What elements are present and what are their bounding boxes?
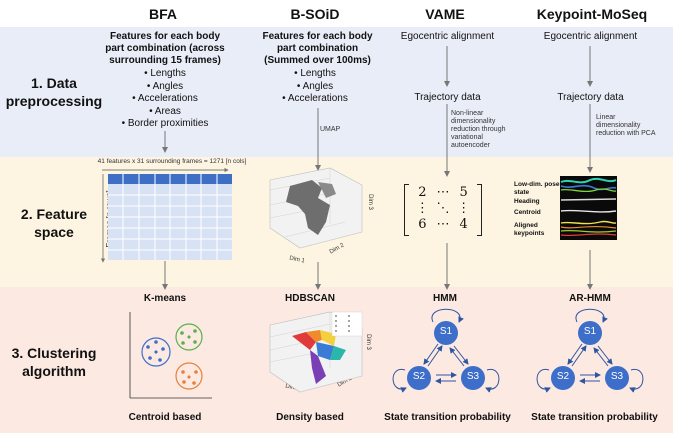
kpms-step-trajectory: Trajectory data — [557, 92, 624, 103]
vame-step-trajectory: Trajectory data — [414, 92, 481, 103]
flow-arrows — [162, 46, 593, 290]
matrix-entry: ⋯ — [436, 185, 450, 200]
kpms-label-aligned-keypoints: Aligned keypoints — [514, 222, 545, 237]
hdbscan-plot — [269, 311, 363, 393]
kmeans-plot — [129, 312, 212, 399]
bsoid-umap-plot — [269, 167, 363, 249]
state-node-s2 — [407, 366, 431, 390]
list-item: • Accelerations — [132, 93, 198, 104]
kpms-method-label: AR-HMM — [569, 293, 611, 304]
matrix-entry: 6 — [418, 217, 427, 232]
bfa-feature-list: • Lengths • Angles • Accelerations • Are… — [110, 68, 220, 131]
list-item: • Accelerations — [282, 93, 348, 104]
matrix-entry: 2 — [418, 185, 427, 200]
column-header-bfa: BFA — [149, 6, 177, 22]
matrix-entry: 4 — [459, 217, 468, 232]
preprocessing-band — [0, 27, 673, 157]
bfa-method-label: K-means — [143, 293, 187, 304]
vame-state-s2: S2 — [412, 371, 426, 382]
list-item: • Angles — [296, 80, 334, 92]
column-header-vame: VAME — [425, 6, 465, 22]
bsoid-umap-label: UMAP — [320, 126, 341, 133]
kpms-reduction-label: Linear dimensionality reduction with PCA — [596, 114, 656, 137]
kpms-feature-labels: Low-dim. pose state Heading Centroid Ali… — [514, 181, 562, 237]
kpms-label-centroid: Centroid — [514, 209, 541, 216]
matrix-entry: 5 — [459, 185, 468, 200]
list-item: • Areas — [149, 105, 181, 117]
state-node-s3 — [461, 366, 485, 390]
cluster-blue — [141, 337, 171, 367]
matrix-entry: ⋯ — [436, 217, 450, 232]
cluster-green — [175, 323, 203, 351]
kpms-step-alignment: Egocentric alignment — [543, 31, 638, 42]
bsoid-caption: Density based — [276, 412, 344, 423]
list-item: • Angles — [146, 80, 184, 92]
matrix-right-bracket — [477, 184, 482, 236]
row-label-feature-space: 2. Feature space — [20, 206, 88, 240]
state-node-s2 — [551, 366, 575, 390]
bfa-features-title: Features for each body part combination … — [105, 31, 225, 66]
vame-latent-matrix: 2 ⋯ 5 ⋮ ⋱ ⋮ 6 ⋯ 4 — [404, 184, 482, 236]
kpms-label-heading: Heading — [514, 198, 540, 205]
vame-method-label: HMM — [433, 293, 457, 304]
state-node-s3 — [605, 366, 629, 390]
state-node-s1 — [578, 321, 602, 345]
bfa-caption: Centroid based — [128, 412, 202, 423]
vame-state-s1: S1 — [439, 326, 453, 337]
row-label-preprocessing: 1. Data preprocessing — [5, 75, 103, 109]
row-label-clustering: 3. Clustering algorithm — [11, 345, 97, 379]
bfa-feature-grid — [100, 167, 232, 263]
bsoid-feature-list: • Lengths • Angles • Accelerations — [265, 68, 365, 106]
bsoid-method-label: HDBSCAN — [285, 293, 335, 304]
state-node-s1 — [434, 321, 458, 345]
kpms-state-s1: S1 — [583, 326, 597, 337]
column-header-bsoid: B-SOiD — [290, 6, 340, 22]
vame-reduction-label: Non-linear dimensionality reduction thro… — [451, 110, 506, 149]
vame-caption: State transition probability — [384, 412, 511, 423]
kpms-timeseries — [560, 176, 617, 240]
vame-step-alignment: Egocentric alignment — [400, 31, 495, 42]
list-item: • Border proximities — [121, 118, 209, 129]
bsoid-features-title: Features for each body part combination … — [262, 31, 373, 66]
matrix-entries: 2 ⋯ 5 ⋮ ⋱ ⋮ 6 ⋯ 4 — [412, 185, 474, 233]
kpms-caption: State transition probability — [531, 412, 658, 423]
bfa-grid-column-label: 41 features x 31 surrounding frames = 12… — [97, 158, 247, 165]
list-item: • Lengths — [294, 68, 336, 79]
matrix-entry: ⋮ — [457, 201, 471, 216]
kpms-label-pose-state: Low-dim. pose state — [514, 181, 560, 196]
kpms-arhmm-diagram — [536, 308, 644, 393]
vame-hmm-diagram — [392, 308, 500, 393]
cluster-orange — [175, 362, 203, 390]
vame-state-s3: S3 — [466, 371, 480, 382]
matrix-left-bracket — [404, 184, 409, 236]
matrix-entry: ⋱ — [436, 201, 450, 216]
kpms-state-s3: S3 — [610, 371, 624, 382]
list-item: • Lengths — [144, 68, 186, 79]
kpms-state-s2: S2 — [556, 371, 570, 382]
column-header-kpms: Keypoint-MoSeq — [536, 6, 648, 22]
matrix-entry: ⋮ — [415, 201, 429, 216]
